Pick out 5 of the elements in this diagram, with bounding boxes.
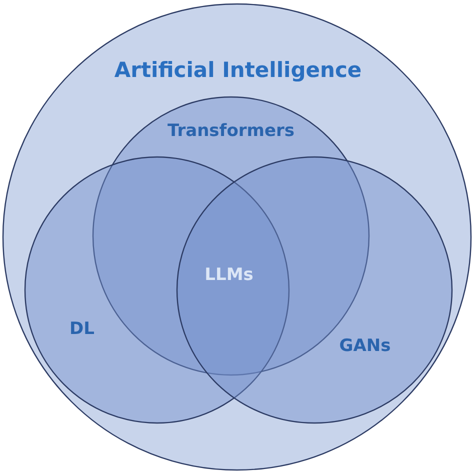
set-label: Artificial Intelligence <box>114 58 362 82</box>
set-label: GANs <box>339 336 391 356</box>
set-label: DL <box>70 319 94 339</box>
intersection-label: LLMs <box>204 265 254 285</box>
set-label: Transformers <box>168 121 294 141</box>
